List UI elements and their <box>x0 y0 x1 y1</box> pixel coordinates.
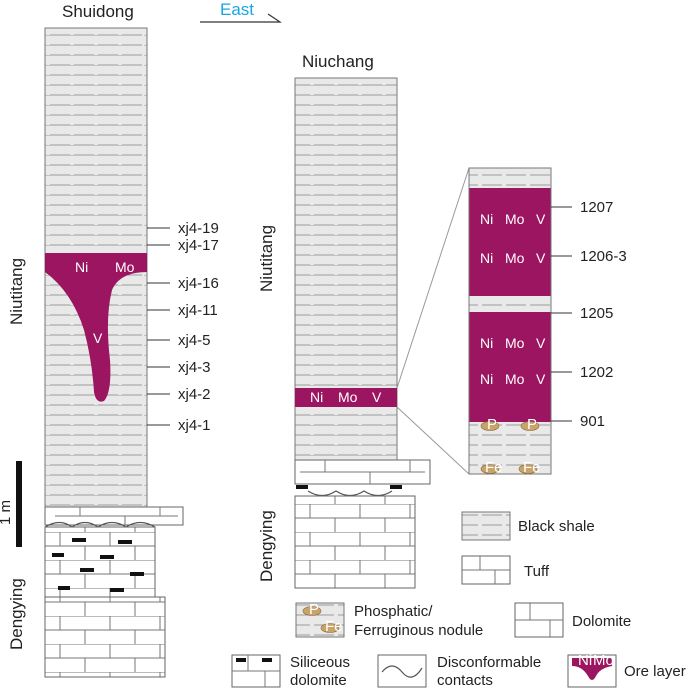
zoom-ore-ni: Ni <box>480 211 493 227</box>
legend-disconformity-label-1: Disconformable <box>437 654 541 671</box>
scale-label: 1 m <box>0 500 14 525</box>
right-sample-label: 1206-3 <box>580 248 627 265</box>
legend-ore-icon-ni: Ni <box>578 652 592 669</box>
legend-tuff-label: Tuff <box>524 563 550 580</box>
zoom-nodule-p: P <box>487 416 497 433</box>
zoom-ore-mo: Mo <box>505 371 525 387</box>
zoom-ore-mo: Mo <box>505 250 525 266</box>
legend-nodule-icon-fe: Fe <box>325 618 343 635</box>
right-sample-label: 1202 <box>580 364 613 381</box>
right-ore-v: V <box>372 389 382 405</box>
zoom-ore-ni: Ni <box>480 371 493 387</box>
legend-disconformity-swatch <box>377 654 427 688</box>
left-section-name: Shuidong <box>62 2 134 21</box>
left-sample-label: xj4-3 <box>178 359 211 376</box>
zoom-nodules <box>480 421 540 474</box>
zoom-nodule-p: P <box>527 416 537 433</box>
right-disconformity <box>307 490 393 497</box>
left-ore-v: V <box>93 330 103 346</box>
left-dengying-label: Dengying <box>7 578 26 650</box>
right-sample-ticks <box>551 206 572 422</box>
left-dolomite <box>44 596 166 678</box>
zoom-ore-ni: Ni <box>480 250 493 266</box>
zoom-connector-top <box>396 167 470 389</box>
legend-dolomite-label: Dolomite <box>572 613 631 630</box>
left-ore-mo: Mo <box>115 259 135 275</box>
left-sample-label: xj4-17 <box>178 237 219 254</box>
left-niutitang-label: Niutitang <box>7 258 26 325</box>
zoom-inset <box>468 167 552 475</box>
right-sample-label: 1205 <box>580 305 613 322</box>
legend-disconformity-label-2: contacts <box>437 672 493 689</box>
zoom-ore-v: V <box>536 371 546 387</box>
left-sample-label: xj4-5 <box>178 332 211 349</box>
left-ore-body <box>45 253 147 402</box>
zoom-ore-mo: Mo <box>505 335 525 351</box>
zoom-ore-v: V <box>536 211 546 227</box>
legend-black-shale-swatch <box>461 511 511 541</box>
legend: Black shale Tuff P Fe Phosphatic/ Ferrug… <box>231 511 686 689</box>
legend-nodule-label-1: Phosphatic/ <box>354 603 433 620</box>
legend-nodule-icon-p: P <box>309 601 319 618</box>
zoom-connector-bottom <box>396 406 470 475</box>
legend-ore-label: Ore layer <box>624 663 686 680</box>
left-sample-label: xj4-19 <box>178 220 219 237</box>
right-section-name: Niuchang <box>302 52 374 71</box>
right-dolomite <box>294 495 416 589</box>
zoom-ore-v: V <box>536 250 546 266</box>
zoom-ore-mo: Mo <box>505 211 525 227</box>
left-sample-label: xj4-16 <box>178 275 219 292</box>
left-sample-label: xj4-11 <box>178 302 218 319</box>
zoom-nodule-fe: Fe <box>523 459 541 476</box>
left-siliceous-dolomite <box>44 526 156 598</box>
left-sample-label: xj4-1 <box>178 417 211 434</box>
direction-label: East <box>220 0 254 19</box>
zoom-ore-ni: Ni <box>480 335 493 351</box>
legend-ore-icon-mo: Mo <box>593 652 614 669</box>
right-ore-mo: Mo <box>338 389 358 405</box>
left-ore-ni: Ni <box>75 259 88 275</box>
legend-siliceous-label-2: dolomite <box>290 672 347 689</box>
zoom-ore-v: V <box>536 335 546 351</box>
scale-bar <box>16 461 22 547</box>
right-sample-label: 901 <box>580 413 605 430</box>
legend-black-shale-label: Black shale <box>518 518 595 535</box>
left-sample-label: xj4-2 <box>178 386 211 403</box>
legend-siliceous-label-1: Siliceous <box>290 654 350 671</box>
right-niutitang-label: Niutitang <box>257 225 276 292</box>
left-sample-ticks <box>147 227 170 426</box>
right-sample-label: 1207 <box>580 199 613 216</box>
right-dengying-label: Dengying <box>257 510 276 582</box>
left-chert-lenses <box>52 538 144 592</box>
direction-arrow <box>200 13 282 23</box>
right-ore-ni: Ni <box>310 389 323 405</box>
zoom-nodule-fe: Fe <box>485 459 503 476</box>
right-ore-layer <box>295 388 397 407</box>
legend-nodule-label-2: Ferruginous nodule <box>354 622 483 639</box>
